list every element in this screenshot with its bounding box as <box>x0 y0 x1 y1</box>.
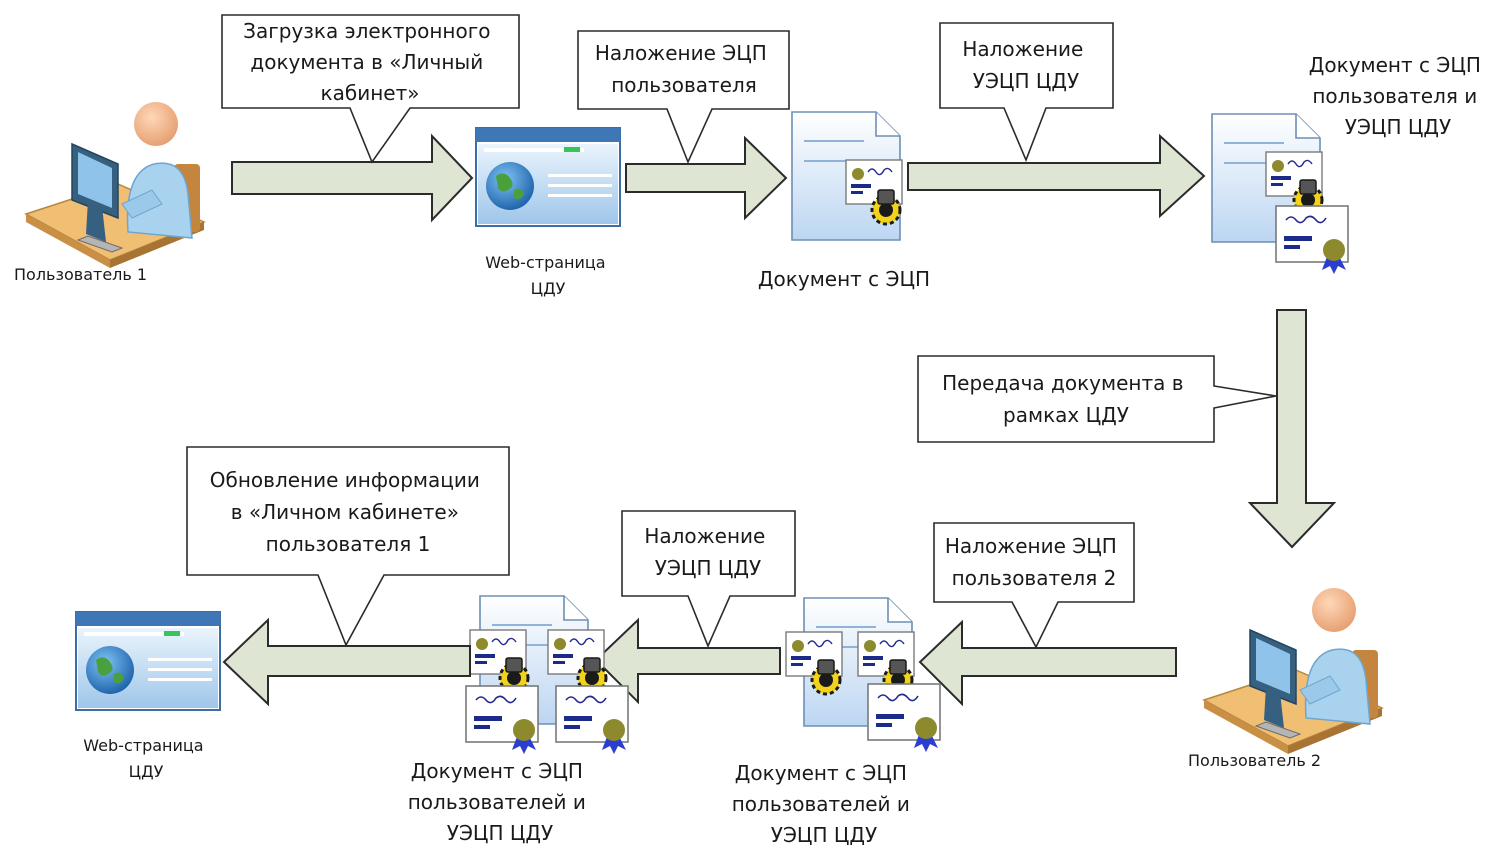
callout-cdu-sign-2-text: Наложение УЭЦП ЦДУ <box>644 524 771 580</box>
web-page-label-bottom: Web-страница ЦДУ <box>83 736 208 781</box>
flow-arrow-update <box>222 617 471 707</box>
document-user-cdu-signature-label: Документ с ЭЦП пользователя и УЭЦП ЦДУ <box>1309 53 1488 139</box>
document-users-cdu-signature-label-b: Документ с ЭЦП пользователей и УЭЦП ЦДУ <box>732 761 917 845</box>
document-user-signature-icon <box>791 111 903 241</box>
web-page-icon-bottom <box>75 611 221 711</box>
callout-update <box>186 446 510 647</box>
flow-arrow-cdu-sign-1 <box>907 133 1206 219</box>
flow-arrow-upload <box>231 133 474 223</box>
callout-user-sign-1-text: Наложение ЭЦП пользователя <box>595 41 773 97</box>
flow-arrow-transfer <box>1247 309 1337 549</box>
user2-label: Пользователь 2 <box>1188 751 1321 770</box>
callout-cdu-sign-1 <box>939 22 1114 163</box>
web-page-label-top: Web-страница ЦДУ <box>485 253 610 298</box>
callout-upload <box>221 14 520 164</box>
document-users-cdu-signature-icon-a <box>465 595 629 755</box>
flow-arrow-user-sign-2 <box>918 619 1177 707</box>
document-users-cdu-signature-icon-b <box>785 597 941 753</box>
document-user-signature-label: Документ с ЭЦП <box>758 267 930 291</box>
callout-transfer <box>917 355 1277 443</box>
user2-person-icon <box>1203 587 1383 755</box>
callout-user-sign-2 <box>933 522 1135 649</box>
callout-cdu-sign-1-text: Наложение УЭЦП ЦДУ <box>962 37 1089 93</box>
flow-arrow-cdu-sign-2 <box>594 617 781 705</box>
callout-user-sign-2-text: Наложение ЭЦП пользователя 2 <box>945 534 1123 590</box>
callout-cdu-sign-2 <box>621 510 796 649</box>
document-users-cdu-signature-label-a: Документ с ЭЦП пользователей и УЭЦП ЦДУ <box>408 759 593 845</box>
web-page-icon-top <box>475 127 621 227</box>
flow-arrow-user-sign-1 <box>625 135 788 221</box>
callout-upload-text: Загрузка электронного документа в «Личны… <box>243 19 497 105</box>
document-user-cdu-signature-icon <box>1211 113 1349 275</box>
callout-user-sign-1 <box>577 30 790 165</box>
callout-transfer-text: Передача документа в рамках ЦДУ <box>942 371 1190 427</box>
user1-label: Пользователь 1 <box>14 265 147 284</box>
user1-person-icon <box>25 101 205 269</box>
callout-update-text: Обновление информации в «Личном кабинете… <box>210 468 486 556</box>
